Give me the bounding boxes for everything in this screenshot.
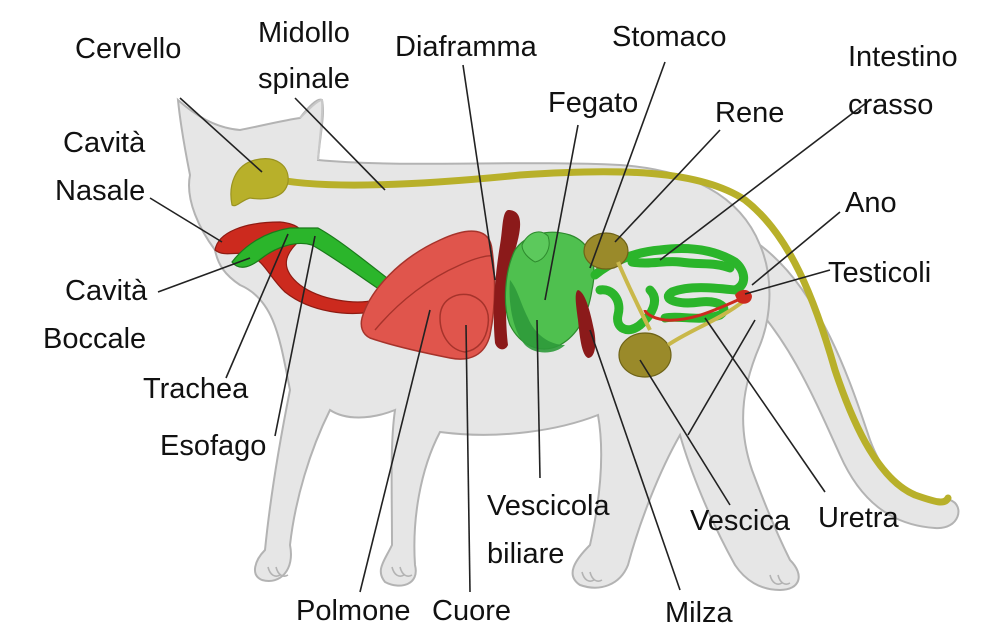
bladder [618,332,672,378]
cat-body [176,97,960,592]
labels: Cervello Midollo spinale Diaframma Stoma… [43,17,958,629]
leader-lines [149,61,871,593]
spinal-cord [266,168,952,506]
label-lung: Polmone [296,595,410,627]
label-spleen: Milza [665,597,734,629]
kidney [583,232,629,270]
label-anus: Ano [845,187,897,219]
cat-paws [267,566,791,585]
heart [439,293,490,353]
label-heart: Cuore [432,595,511,627]
label-oral-cavity-line2: Boccale [43,323,146,355]
spleen [575,290,596,358]
label-liver: Fegato [548,87,638,119]
label-trachea: Trachea [143,373,249,405]
label-large-intestine-line2: crasso [848,89,933,121]
label-brain: Cervello [75,33,181,65]
urethra [616,261,747,347]
label-stomach: Stomaco [612,21,726,53]
label-large-intestine-line1: Intestino [848,41,958,73]
label-esophagus: Esofago [160,430,266,462]
label-spinal-cord-line2: spinale [258,63,350,95]
brain [230,158,289,207]
cat-tail [743,243,960,530]
label-nasal-cavity-line1: Cavità [63,127,146,159]
label-kidney: Rene [715,97,784,129]
intestines [590,244,749,335]
label-diaphragm: Diaframma [395,31,538,63]
label-gallbladder-line1: Vescicola [487,490,610,522]
liver-upper-lobe [521,231,550,263]
label-gallbladder-line2: biliare [487,538,564,570]
label-oral-cavity-line1: Cavità [65,275,148,307]
cat-ear [299,98,324,161]
liver-shadow [509,280,565,353]
label-spinal-cord-line1: Midollo [258,17,350,49]
lung-lobe-line [374,255,493,331]
label-urethra: Uretra [818,502,899,534]
label-nasal-cavity-line2: Nasale [55,175,145,207]
label-bladder: Vescica [690,505,791,537]
label-testicles: Testicoli [828,257,931,289]
vas-deferens [643,298,739,322]
